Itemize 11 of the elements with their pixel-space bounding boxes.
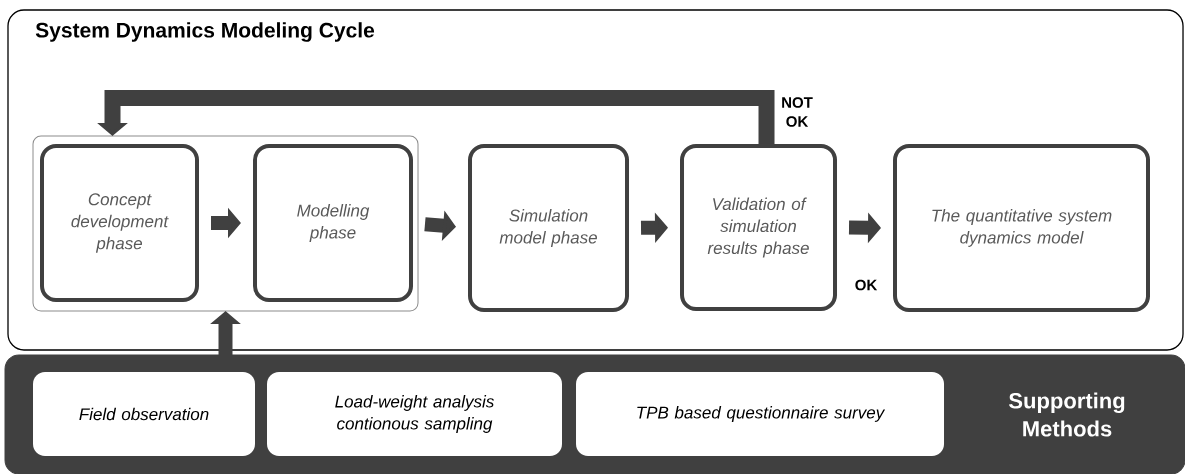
method-box: Load-weight analysis contionous sampling bbox=[267, 372, 562, 456]
edge-label: NOT OK bbox=[782, 97, 813, 127]
group-box bbox=[32, 135, 419, 312]
phase-box: Modelling phase bbox=[253, 144, 413, 302]
phase-box: Simulation model phase bbox=[468, 144, 629, 312]
method-box: Field observation bbox=[33, 372, 255, 456]
method-box: TPB based questionnaire survey bbox=[576, 372, 944, 456]
phase-box: Validation of simulation results phase bbox=[680, 144, 837, 311]
phase-box: Concept development phase bbox=[40, 144, 199, 302]
edge-label: OK bbox=[855, 279, 878, 291]
phase-box: The quantitative system dynamics model bbox=[893, 144, 1150, 312]
